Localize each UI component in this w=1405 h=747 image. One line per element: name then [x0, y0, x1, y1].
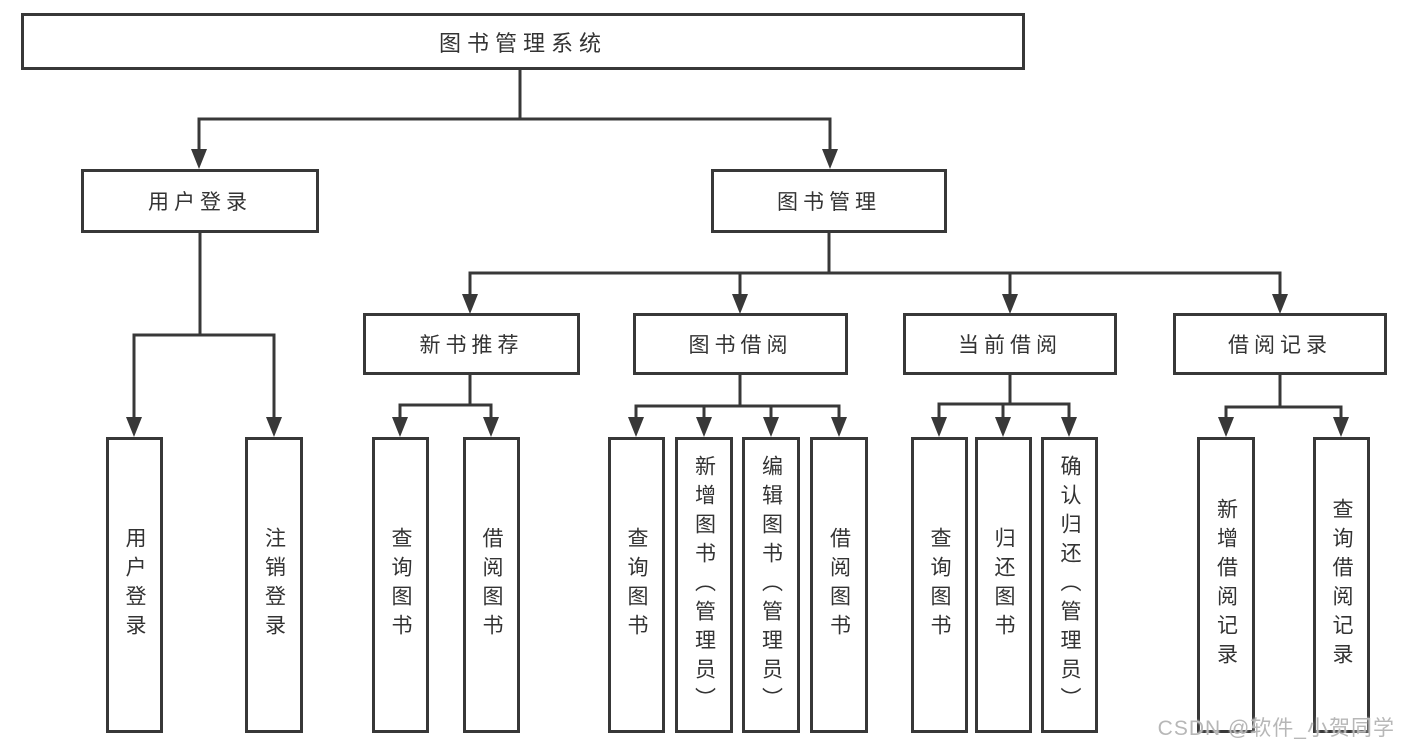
arrow-down-icon — [732, 294, 748, 314]
arrow-down-icon — [822, 149, 838, 169]
arrow-down-icon — [1218, 417, 1234, 437]
node-book-borrow: 图书借阅 — [633, 313, 848, 375]
arrow-down-icon — [763, 417, 779, 437]
connector-lines — [132, 70, 1343, 420]
leaf-return-book: 归还图书 — [975, 437, 1032, 733]
leaf-query-borrow-record: 查询借阅记录 — [1313, 437, 1370, 733]
leaf-user-login: 用户登录 — [106, 437, 163, 733]
node-book-management-module: 图书管理 — [711, 169, 947, 233]
arrow-down-icon — [1061, 417, 1077, 437]
leaf-borrow-books-recommend: 借阅图书 — [463, 437, 520, 733]
leaf-query-books-recommend: 查询图书 — [372, 437, 429, 733]
node-new-book-recommend: 新书推荐 — [363, 313, 580, 375]
arrow-down-icon — [1333, 417, 1349, 437]
arrow-down-icon — [831, 417, 847, 437]
arrow-down-icon — [462, 294, 478, 314]
leaf-logout: 注销登录 — [245, 437, 303, 733]
leaf-edit-book-admin: 编辑图书（管理员） — [742, 437, 800, 733]
arrow-down-icon — [1272, 294, 1288, 314]
node-current-borrow: 当前借阅 — [903, 313, 1117, 375]
node-user-login-module: 用户登录 — [81, 169, 319, 233]
leaf-borrow-book: 借阅图书 — [810, 437, 868, 733]
csdn-watermark: CSDN @软件_小贺同学 — [1157, 717, 1395, 740]
leaf-add-book-admin: 新增图书（管理员） — [675, 437, 733, 733]
arrow-down-icon — [126, 417, 142, 437]
arrow-down-icon — [191, 149, 207, 169]
leaf-query-books-borrow: 查询图书 — [608, 437, 665, 733]
arrow-down-icon — [1002, 294, 1018, 314]
arrow-down-icon — [392, 417, 408, 437]
arrow-down-icon — [483, 417, 499, 437]
arrow-down-icon — [266, 417, 282, 437]
arrowheads — [126, 149, 1349, 437]
arrow-down-icon — [931, 417, 947, 437]
leaf-confirm-return-admin: 确认归还（管理员） — [1041, 437, 1098, 733]
arrow-down-icon — [995, 417, 1011, 437]
node-borrow-records: 借阅记录 — [1173, 313, 1387, 375]
node-system-root: 图书管理系统 — [21, 13, 1025, 70]
leaf-query-books-current: 查询图书 — [911, 437, 968, 733]
arrow-down-icon — [628, 417, 644, 437]
arrow-down-icon — [696, 417, 712, 437]
leaf-add-borrow-record: 新增借阅记录 — [1197, 437, 1255, 733]
